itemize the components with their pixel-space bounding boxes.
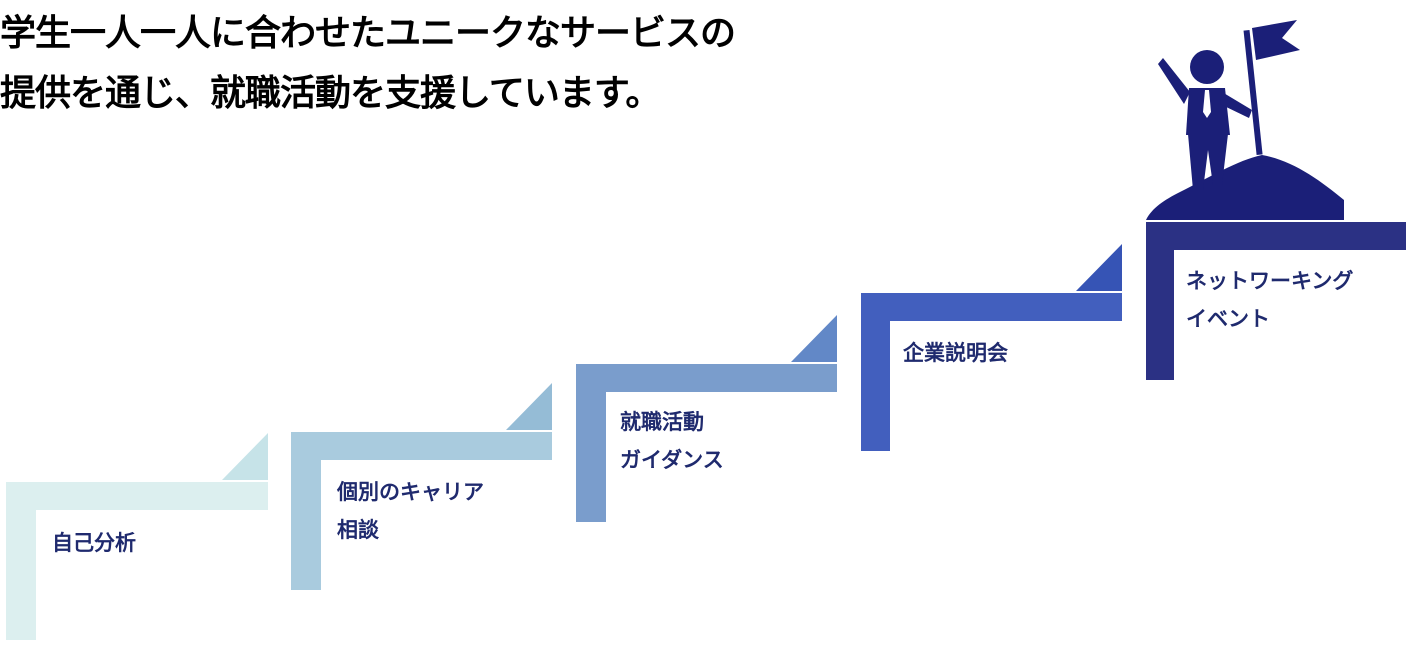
step-1-label-line-1: 自己分析 [52,531,136,555]
step-2-top-bar [291,432,552,460]
step-3-label-line-2: ガイダンス [620,448,724,472]
step-4-accent [1076,244,1122,291]
step-5: ネットワーキング イベント [1146,222,1406,380]
step-3-label-line-1: 就職活動 [620,410,704,434]
figure-arm-on-pole [1220,92,1252,118]
flag-pole [1243,30,1263,155]
step-2-accent [506,383,552,430]
step-3-top-bar [576,364,837,392]
step-4: 企業説明会 [861,244,1122,451]
step-2: 個別のキャリア 相談 [291,383,552,590]
step-1-accent [222,433,268,480]
step-4-top-bar [861,293,1122,321]
step-1-label: 自己分析 [52,531,136,555]
summit-figure-icon [1146,20,1344,220]
step-3: 就職活動 ガイダンス [576,315,837,522]
step-2-label-line-1: 個別のキャリア [336,480,484,504]
figure-raised-arm [1158,58,1190,104]
step-4-label: 企業説明会 [902,341,1008,365]
step-5-riser [1146,222,1174,380]
step-5-label-line-2: イベント [1186,307,1270,331]
step-1: 自己分析 [6,433,268,640]
step-3-accent [791,315,837,362]
headline-line-1: 学生一人一人に合わせたユニークなサービスの [0,13,736,54]
step-2-label: 個別のキャリア 相談 [336,480,491,542]
step-3-riser [576,364,606,522]
figure-legs [1188,134,1228,190]
figure-tie [1203,90,1211,118]
headline-line-2: 提供を通じ、就職活動を支援しています。 [0,73,661,114]
flag-icon [1252,20,1300,60]
step-1-riser [6,482,36,640]
step-5-label: ネットワーキング イベント [1186,269,1361,331]
step-5-label-line-1: ネットワーキング [1186,269,1353,293]
step-4-label-line-1: 企業説明会 [902,341,1008,365]
figure-head [1190,50,1224,84]
mountain-peak-shape [1146,155,1344,220]
step-2-riser [291,432,321,590]
step-3-label: 就職活動 ガイダンス [620,410,724,472]
step-1-top-bar [6,482,268,510]
step-4-riser [861,293,890,451]
step-5-top-bar [1146,222,1406,250]
headline: 学生一人一人に合わせたユニークなサービスの 提供を通じ、就職活動を支援しています… [0,4,900,124]
step-2-label-line-2: 相談 [337,518,380,542]
